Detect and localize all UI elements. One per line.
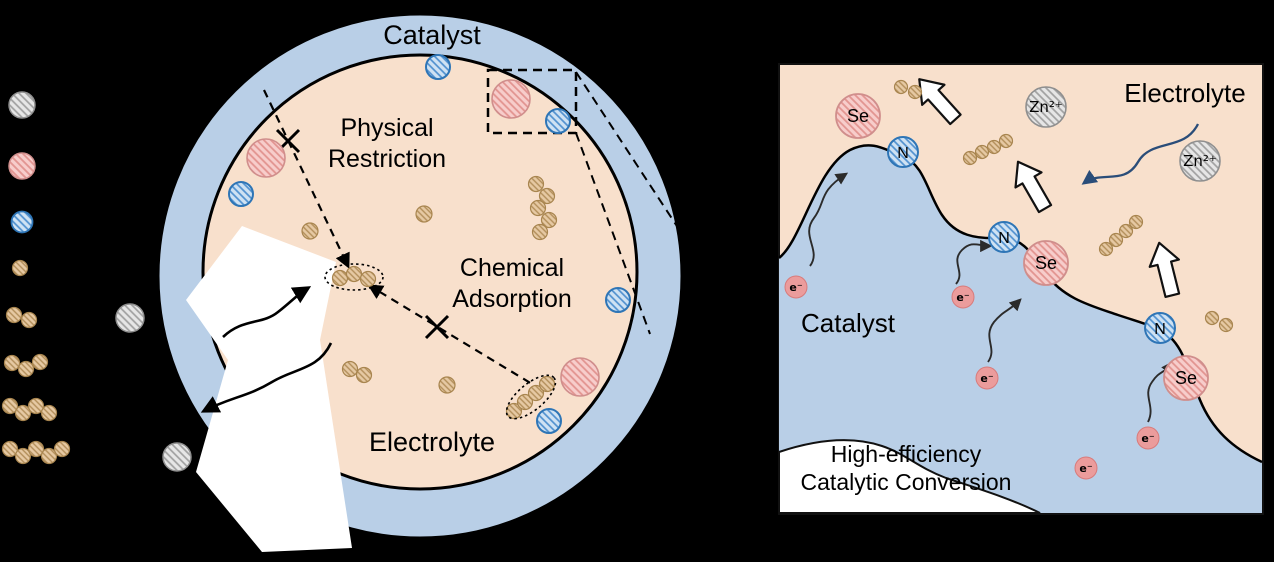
chemical-adsorption-x-mark	[424, 314, 450, 340]
nitrogen-site-particle	[228, 181, 254, 207]
right-catalyst-label: Catalyst	[801, 308, 896, 338]
n-label: N	[897, 145, 909, 162]
nitrogen-site-particle	[425, 54, 451, 80]
zinc-ion: Zn²⁺	[1025, 86, 1067, 128]
selenium-site: Se	[1163, 355, 1209, 401]
electron-path-arrow	[808, 172, 849, 267]
zn-label: Zn²⁺	[1183, 152, 1217, 170]
se-label: Se	[1035, 253, 1057, 273]
se-label: Se	[847, 106, 869, 126]
conversion-region	[778, 439, 1041, 514]
right-panel: Se Se Se N N N Zn²⁺ Zn²⁺	[778, 63, 1264, 515]
release-block-arrow	[1148, 241, 1181, 299]
release-block-arrow	[918, 78, 962, 126]
polyselenide-particle	[438, 376, 456, 394]
dotted-highlight-ellipse	[505, 374, 557, 420]
conversion-caption-line2: Catalytic Conversion	[801, 469, 1012, 495]
physical-restriction-label-line2: Restriction	[328, 145, 446, 173]
restricted-chain-group	[324, 263, 384, 291]
left-panel: Catalyst Physical Restriction Chemical A…	[115, 12, 687, 552]
electron-label: e⁻	[1141, 432, 1154, 445]
nitrogen-site: N	[887, 136, 919, 168]
zoom-connector-line	[575, 132, 651, 335]
legend-tan-monomer-icon	[11, 259, 29, 277]
polyselenide-dimer	[341, 360, 373, 384]
adsorbed-chain-group	[505, 374, 557, 420]
selenium-particle	[560, 357, 600, 397]
electron-label: e⁻	[956, 291, 969, 304]
electron-particle: e⁻	[1136, 426, 1160, 450]
chemical-adsorption-label-line2: Adsorption	[452, 285, 572, 313]
polyselenide-dimer	[1204, 310, 1234, 333]
zinc-ion-particle	[115, 303, 145, 333]
legend-tan-dimer-icon	[5, 306, 38, 329]
electron-particle: e⁻	[1074, 456, 1098, 480]
nitrogen-site-particle	[545, 108, 571, 134]
legend-tan-trimer-icon	[3, 353, 49, 378]
zinc-diffusion-arrow	[1081, 123, 1200, 185]
release-block-arrow	[1014, 160, 1053, 214]
polyselenide-chain	[962, 133, 1014, 166]
zinc-ion-particle	[162, 442, 192, 472]
legend-tan-tetramer-icon	[1, 397, 58, 422]
selenium-particle	[246, 138, 286, 178]
legend-zinc-ion-icon	[8, 91, 36, 119]
se-label: Se	[1175, 368, 1197, 388]
physical-restriction-label-line1: Physical	[340, 114, 433, 142]
electron-path-arrow	[987, 298, 1022, 363]
electron-particle: e⁻	[784, 275, 808, 299]
legend-selenium-icon	[8, 152, 36, 180]
polyselenide-dimer	[893, 79, 923, 100]
n-label: N	[1154, 321, 1166, 338]
electron-label: e⁻	[789, 281, 802, 294]
chemical-adsorption-dashed-line	[367, 284, 543, 391]
inward-curved-arrow	[222, 286, 312, 338]
membrane-break-flash	[186, 226, 352, 552]
outward-curved-arrow	[200, 342, 333, 413]
chemical-adsorption-label-line1: Chemical	[460, 254, 564, 282]
electron-particle: e⁻	[975, 366, 999, 390]
legend-tan-pentamer-icon	[1, 440, 71, 465]
catalyst-region	[779, 145, 1262, 513]
polyselenide-particle	[415, 205, 433, 223]
legend-nitrogen-site-icon	[10, 210, 34, 234]
electron-label: e⁻	[980, 372, 993, 385]
n-label: N	[998, 230, 1010, 247]
polyselenide-particle	[301, 222, 319, 240]
left-catalyst-label: Catalyst	[383, 20, 481, 50]
electron-particle: e⁻	[951, 285, 975, 309]
nitrogen-site-particle	[536, 408, 562, 434]
conversion-caption-line1: High-efficiency	[831, 441, 982, 467]
nitrogen-site: N	[1144, 312, 1176, 344]
zoom-connector-line	[575, 71, 687, 241]
dotted-highlight-ellipse	[324, 263, 384, 291]
zn-label: Zn²⁺	[1029, 98, 1063, 116]
electron-label: e⁻	[1079, 462, 1092, 475]
legend-column	[1, 91, 71, 465]
selenium-particle	[491, 79, 531, 119]
polyselenide-chain	[1098, 214, 1144, 257]
electron-path-arrow	[955, 239, 993, 285]
nitrogen-site: N	[988, 221, 1020, 253]
zinc-ion: Zn²⁺	[1179, 140, 1221, 182]
physical-restriction-dashed-line	[263, 89, 350, 269]
left-electrolyte-label: Electrolyte	[369, 427, 495, 457]
nitrogen-site-particle	[605, 287, 631, 313]
right-electrolyte-label: Electrolyte	[1124, 78, 1245, 108]
zoom-region-box	[486, 68, 578, 135]
selenium-site: Se	[1023, 240, 1069, 286]
selenium-site: Se	[835, 93, 881, 139]
polyselenide-zigzag-chain	[527, 175, 558, 241]
